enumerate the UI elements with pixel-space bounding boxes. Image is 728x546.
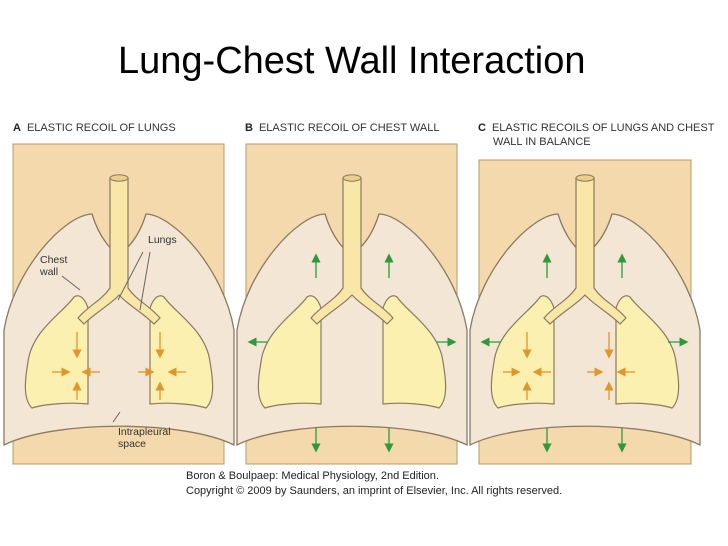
- panel-b-label: B ELASTIC RECOIL OF CHEST WALL: [245, 121, 439, 135]
- chest-wall-label-line2: wall: [40, 266, 59, 278]
- slide-title: Lung-Chest Wall Interaction: [118, 40, 586, 82]
- lungs-pointer-right: [139, 251, 151, 311]
- panel-c-diagram: [469, 159, 701, 465]
- chest-wall-label-line1: Chest: [40, 254, 68, 266]
- panel-b-chest-wall-arrows: [247, 253, 457, 453]
- lungs-pointer-left: [117, 251, 144, 301]
- intrapleural-pointer: [112, 411, 121, 423]
- caption-source: Boron & Boulpaep: Medical Physiology, 2n…: [186, 470, 439, 482]
- panel-b-diagram: [236, 143, 468, 465]
- caption-copyright: Copyright © 2009 by Saunders, an imprint…: [186, 485, 563, 497]
- panel-c-label: C ELASTIC RECOILS OF LUNGS AND CHEST WALL…: [478, 121, 714, 149]
- panel-a-diagram: [3, 143, 235, 465]
- panel-b-title: ELASTIC RECOIL OF CHEST WALL: [258, 122, 440, 134]
- panel-a-recoil-arrows: [52, 332, 186, 400]
- panel-a-title: ELASTIC RECOIL OF LUNGS: [26, 122, 176, 134]
- panel-c-recoil-arrows: [503, 332, 635, 400]
- panel-c-chest-wall-arrows: [480, 253, 689, 453]
- panel-c-title-line1: ELASTIC RECOILS OF LUNGS AND CHEST: [491, 122, 715, 134]
- panel-c-letter: C: [478, 122, 486, 134]
- panel-a-letter: A: [13, 122, 21, 134]
- lungs-label: Lungs: [148, 234, 177, 246]
- intrapleural-label: Intrapleural space: [118, 426, 171, 450]
- chest-wall-label: Chest wall: [40, 254, 67, 278]
- intrapleural-label-line2: space: [118, 438, 147, 450]
- panel-c-title-line2: WALL IN BALANCE: [493, 136, 591, 148]
- panel-a-label: A ELASTIC RECOIL OF LUNGS: [13, 121, 176, 135]
- intrapleural-label-line1: Intrapleural: [118, 426, 171, 438]
- panel-b-letter: B: [245, 122, 253, 134]
- chest-wall-pointer: [61, 275, 81, 291]
